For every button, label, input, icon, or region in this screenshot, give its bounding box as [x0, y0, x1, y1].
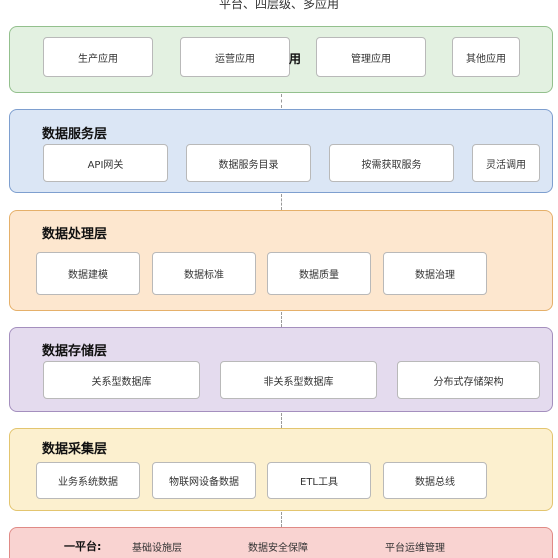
app-box-operations[interactable]: 运营应用	[180, 37, 290, 77]
processing-box-standards[interactable]: 数据标准	[152, 252, 256, 295]
collection-box-etl-tool[interactable]: ETL工具	[267, 462, 371, 499]
storage-box-relational[interactable]: 关系型数据库	[43, 361, 200, 399]
app-box-other[interactable]: 其他应用	[452, 37, 520, 77]
processing-box-modeling[interactable]: 数据建模	[36, 252, 140, 295]
service-layer-title: 数据服务层	[42, 127, 108, 142]
connector-1	[281, 94, 282, 108]
data-processing-layer: 数据处理层 数据建模 数据标准 数据质量 数据治理	[9, 210, 553, 311]
data-service-layer: 数据服务层 API网关 数据服务目录 按需获取服务 灵活调用	[9, 109, 553, 193]
app-stray-text: 用	[289, 52, 302, 66]
platform-item-infrastructure: 基础设施层	[132, 543, 182, 554]
platform-item-operations: 平台运维管理	[385, 543, 445, 554]
platform-item-security: 数据安全保障	[248, 543, 308, 554]
platform-layer: 一平台: 基础设施层 数据安全保障 平台运维管理	[9, 527, 553, 558]
collection-box-data-bus[interactable]: 数据总线	[383, 462, 487, 499]
storage-box-distributed[interactable]: 分布式存储架构	[397, 361, 540, 399]
service-box-api-gateway[interactable]: API网关	[43, 144, 168, 182]
connector-5	[281, 512, 282, 527]
app-box-production[interactable]: 生产应用	[43, 37, 153, 77]
collection-box-business-data[interactable]: 业务系统数据	[36, 462, 140, 499]
application-layer: 生产应用 运营应用 用 管理应用 其他应用	[9, 26, 553, 93]
processing-layer-title: 数据处理层	[42, 227, 108, 242]
data-collection-layer: 数据采集层 业务系统数据 物联网设备数据 ETL工具 数据总线	[9, 428, 553, 511]
service-box-catalog[interactable]: 数据服务目录	[186, 144, 311, 182]
processing-box-governance[interactable]: 数据治理	[383, 252, 487, 295]
collection-box-iot-data[interactable]: 物联网设备数据	[152, 462, 256, 499]
connector-2	[281, 194, 282, 210]
app-box-management[interactable]: 管理应用	[316, 37, 426, 77]
processing-box-quality[interactable]: 数据质量	[267, 252, 371, 295]
storage-box-nonrelational[interactable]: 非关系型数据库	[220, 361, 377, 399]
connector-3	[281, 312, 282, 327]
platform-label: 一平台:	[64, 540, 102, 553]
storage-layer-title: 数据存储层	[42, 344, 108, 359]
top-caption: 平台、四层级、多应用	[218, 0, 339, 11]
data-storage-layer: 数据存储层 关系型数据库 非关系型数据库 分布式存储架构	[9, 327, 553, 412]
collection-layer-title: 数据采集层	[42, 442, 108, 457]
service-box-on-demand[interactable]: 按需获取服务	[329, 144, 454, 182]
connector-4	[281, 413, 282, 428]
service-box-flexible-call[interactable]: 灵活调用	[472, 144, 540, 182]
